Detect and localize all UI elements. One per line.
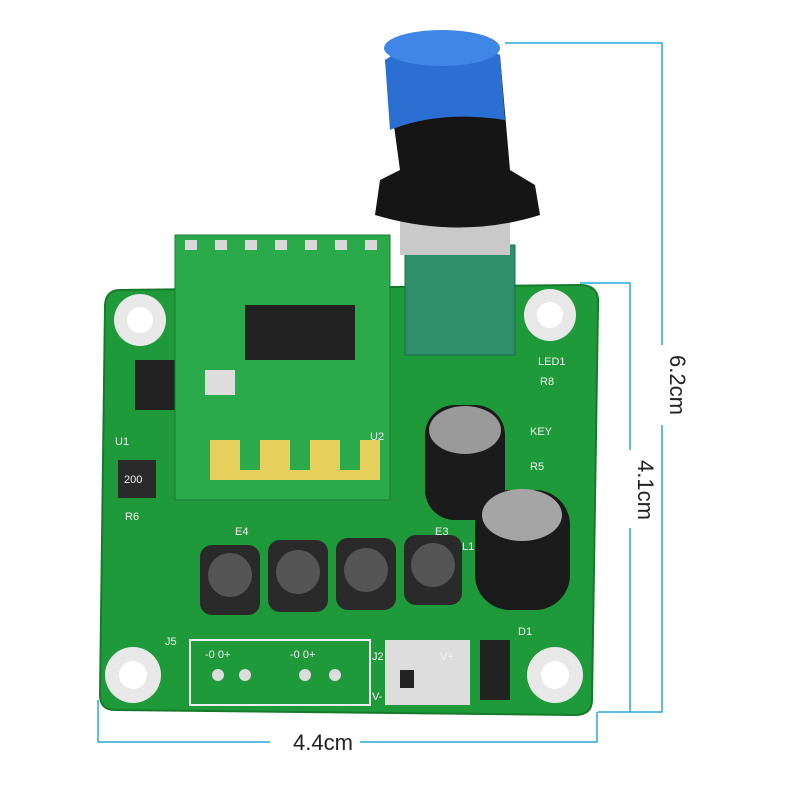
board-height-label: 4.1cm (633, 460, 658, 520)
silk-e3: E3 (435, 526, 448, 538)
silk-j5: J5 (165, 636, 177, 648)
power-terminal-pad (385, 640, 470, 705)
label-bg (618, 450, 644, 528)
electrolytic-capacitor (475, 489, 570, 610)
mounting-hole (114, 294, 166, 346)
silk-u2: U2 (370, 431, 384, 443)
inductor (404, 535, 462, 605)
label-bg (270, 730, 360, 756)
inductor (268, 540, 328, 612)
silk-key: KEY (530, 426, 553, 438)
inductor (336, 538, 396, 610)
potentiometer-body (404, 244, 516, 356)
pad-square (400, 670, 414, 688)
terminal-pads (212, 669, 447, 687)
resistor (118, 460, 156, 498)
total-height-label: 6.2cm (665, 355, 690, 415)
silk-vplus: V+ (440, 651, 454, 663)
silk-r5: R5 (530, 461, 544, 473)
electrolytic-capacitor (425, 405, 505, 520)
antenna-trace (210, 440, 380, 480)
silk-vminus: V- (372, 691, 383, 703)
silk-led1: LED1 (538, 356, 566, 368)
amp-chip (245, 305, 355, 360)
mounting-hole (524, 289, 576, 341)
inductor (200, 545, 260, 615)
silk-r8: R8 (540, 376, 554, 388)
output-terminal-outline (189, 639, 371, 706)
bluetooth-module (174, 234, 391, 501)
mounting-hole (527, 647, 583, 703)
silk-r6: R6 (125, 511, 139, 523)
mounting-hole (105, 647, 161, 703)
diode (480, 640, 510, 700)
silk-resistor: 200 (124, 474, 142, 486)
silk-u1: U1 (115, 436, 129, 448)
width-label: 4.4cm (293, 730, 353, 755)
label-bg (650, 345, 676, 425)
pcb-board: 200 U1 U2 R6 KEY LED1 R8 R5 J5 J2 E4 E3 … (98, 30, 600, 717)
silk-out-right: -0 0+ (290, 649, 315, 661)
volume-knob[interactable] (375, 30, 540, 228)
silk-e4: E4 (235, 526, 248, 538)
silk-l1: L1 (462, 541, 474, 553)
silk-j2: J2 (372, 651, 384, 663)
silk-out-left: -0 0+ (205, 649, 230, 661)
regulator-chip (135, 360, 180, 410)
silk-d1: D1 (518, 626, 532, 638)
height-board-line (580, 282, 631, 712)
